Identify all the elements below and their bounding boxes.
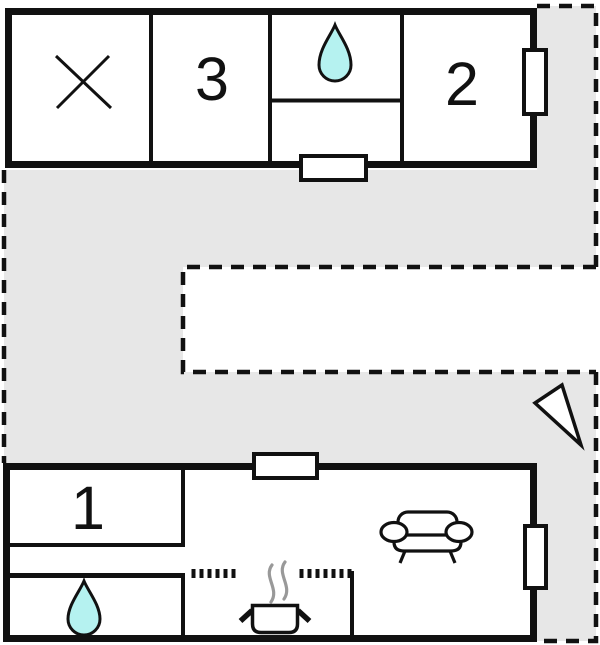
terrace-notch-boundary [180,264,596,375]
sofa-leg-left [398,550,407,564]
room-1-label: 1 [71,474,105,542]
terrace-boundary-dashed [1,3,599,644]
steam-line [280,560,289,601]
room-with-cross [12,15,149,161]
room-3-label: 3 [195,45,229,113]
water-drop-icon [66,576,102,637]
pot-handle-left [238,608,254,624]
upper-building: 3 2 [5,8,548,182]
window-lower-top [252,452,319,480]
living-area [187,470,530,570]
water-drop-icon [317,20,353,83]
terrace-area [4,6,596,641]
window-lower-right [523,524,548,590]
sofa-leg-right [448,550,457,564]
steam-line [267,563,276,604]
stove-icon [238,560,312,635]
window-upper-right [522,48,548,116]
room-2-label: 2 [445,50,479,118]
lower-building: 1 [3,452,548,642]
cross-icon [54,54,113,110]
terrace-boundary-bottom-right [537,372,599,644]
sofa-armrest-right [444,520,474,544]
north-arrow-icon [532,382,585,451]
terrace-boundary-top-right [537,3,599,267]
sofa-armrest-left [379,520,409,544]
pot-handle-right [296,608,312,624]
sofa-icon [379,510,474,564]
steam-lines [267,560,289,604]
pot-body [250,603,300,635]
window-upper-bottom [299,154,368,182]
